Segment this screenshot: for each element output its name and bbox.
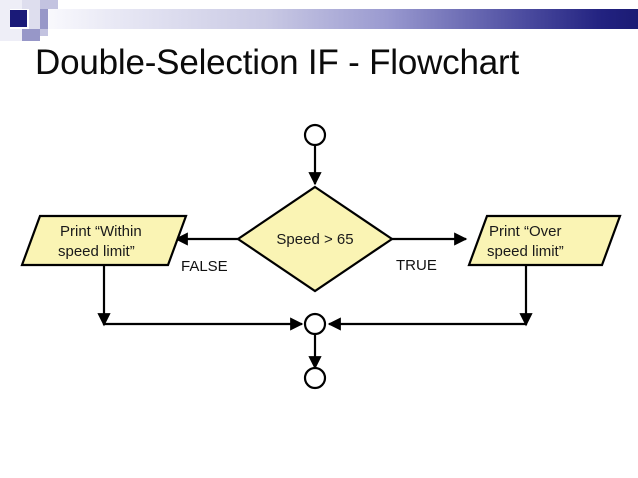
branch-label-false: FALSE <box>181 258 228 275</box>
page-title: Double-Selection IF - Flowchart <box>35 43 519 82</box>
header-square-pale-1 <box>22 0 40 9</box>
header-square-dark <box>10 10 27 27</box>
header-square-light-2 <box>40 29 48 36</box>
process-print-within <box>20 214 188 267</box>
process-print-over-line2: speed limit” <box>487 243 564 260</box>
header-square-pale-2 <box>29 9 40 29</box>
header-square-faint-2 <box>0 9 10 29</box>
end-connector <box>303 366 327 390</box>
process-print-over <box>467 214 622 267</box>
header-gradient-bar <box>40 9 638 29</box>
header-square-mid-2 <box>22 29 40 41</box>
process-print-within-line1: Print “Within <box>60 223 142 240</box>
header-square-mid-1 <box>40 9 48 29</box>
decision-label: Speed > 65 <box>276 231 353 248</box>
header-square-faint-3 <box>0 29 22 41</box>
header-square-light-1 <box>40 0 58 9</box>
start-connector <box>303 123 327 147</box>
header-decoration-band <box>0 0 638 41</box>
header-square-faint-1 <box>0 0 22 9</box>
merge-connector <box>303 312 327 336</box>
decision-speed <box>236 185 394 293</box>
branch-label-true: TRUE <box>396 257 437 274</box>
process-print-within-line2: speed limit” <box>58 243 135 260</box>
process-print-over-line1: Print “Over <box>489 223 562 240</box>
